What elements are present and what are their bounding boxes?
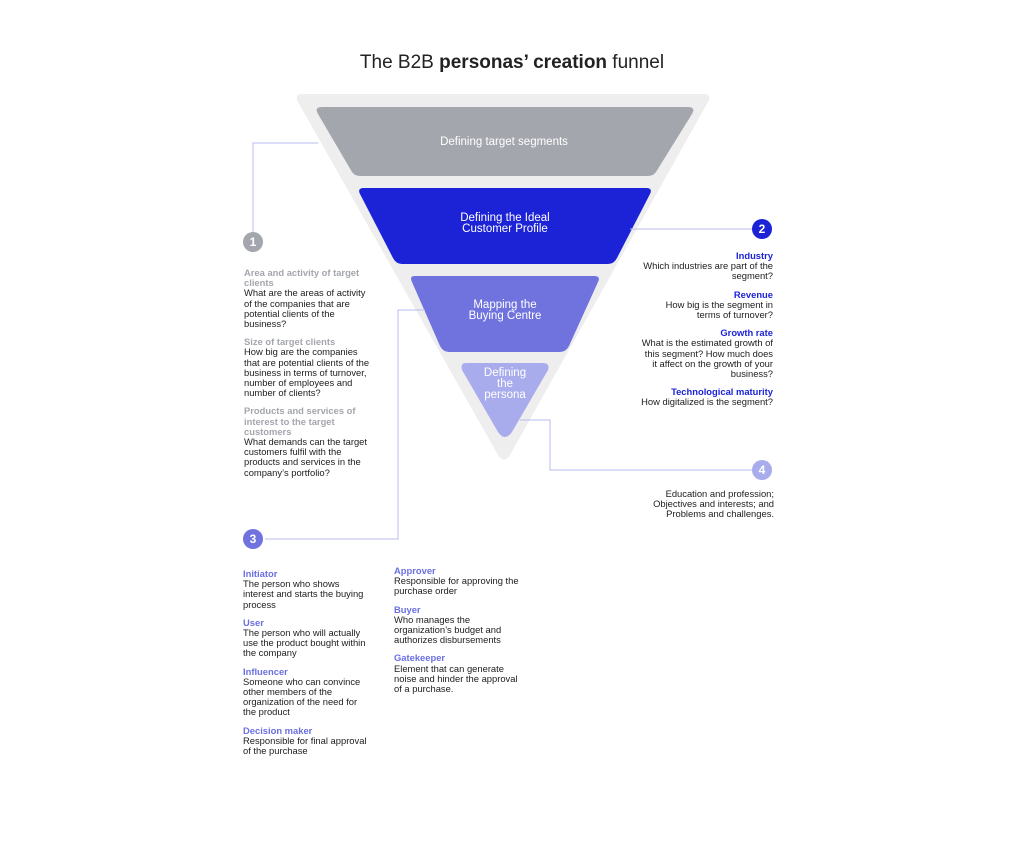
stage-1-label: Defining target segments xyxy=(440,136,568,148)
stage-3-line1: Mapping the xyxy=(473,299,537,311)
stage-2-line2: Customer Profile xyxy=(462,223,548,235)
section-3-body: Element that can generate noise and hind… xyxy=(394,662,518,695)
section-3-heading: Decision maker xyxy=(243,724,313,736)
section-2-body: How big is the segment in terms of turno… xyxy=(665,298,773,321)
section-2-heading: Industry xyxy=(736,250,773,261)
section-3-body: Responsible for final approval of the pu… xyxy=(243,734,367,757)
stage-2-label: Defining the Ideal Customer Profile xyxy=(405,212,605,235)
stage-4-line1: Defining xyxy=(483,367,527,379)
funnel-stage-2 xyxy=(359,188,651,264)
section-2-body: Which industries are part of the segment… xyxy=(643,260,773,282)
title-prefix: The B2B xyxy=(359,52,440,73)
section-3-heading: Initiator xyxy=(243,568,278,579)
section-2-item: Revenue How big is the segment in terms … xyxy=(640,288,773,321)
section-2-item: Industry Which industries are part of th… xyxy=(640,250,773,282)
section-3-left-text: Initiator The person who shows interest … xyxy=(243,568,371,764)
section-1-item: Products and services of interest to the… xyxy=(244,406,372,477)
section-3-heading: Buyer xyxy=(394,603,421,615)
connector-3 xyxy=(265,309,425,540)
badge-1: 1 xyxy=(243,232,263,252)
section-3-item: Approver Responsible for approving the p… xyxy=(394,565,519,597)
section-2-heading: Revenue xyxy=(733,288,773,300)
section-3-body: The person who will actually use the pro… xyxy=(243,627,366,659)
section-3-item: Gatekeeper Element that can generate noi… xyxy=(394,653,519,694)
section-2-text: Industry Which industries are part of th… xyxy=(640,250,773,416)
connector-4 xyxy=(520,419,752,471)
title-suffix: funnel xyxy=(607,52,665,73)
section-3-item: Decision maker Responsible for final app… xyxy=(243,724,371,757)
section-2-heading: Growth rate xyxy=(720,327,773,339)
section-2-heading: Technological maturity xyxy=(671,386,773,398)
funnel-stage-1 xyxy=(316,107,694,176)
section-1-text: Area and activity of target clients What… xyxy=(244,267,372,486)
section-3-heading: Approver xyxy=(394,565,436,576)
badge-2: 2 xyxy=(752,219,772,239)
connector-1 xyxy=(252,142,318,232)
section-3-heading: Influencer xyxy=(243,665,288,677)
stage-4-label: Defining the persona xyxy=(455,367,555,401)
section-3-heading: User xyxy=(243,616,264,628)
section-1-body: What demands can the target customers fu… xyxy=(244,436,367,478)
section-3-item: User The person who will actually use th… xyxy=(243,616,371,659)
stage-2-line1: Defining the Ideal xyxy=(460,212,550,224)
stage-3-label: Mapping the Buying Centre xyxy=(405,299,605,322)
section-4-body: Education and profession; Objectives and… xyxy=(653,488,774,520)
title-bold: personas’ creation xyxy=(439,52,608,73)
section-2-item: Growth rate What is the estimated growth… xyxy=(640,328,773,379)
funnel-stage-4 xyxy=(461,363,549,437)
section-3-item: Influencer Someone who can convince othe… xyxy=(243,665,371,718)
section-3-item: Initiator The person who shows interest … xyxy=(243,568,371,610)
section-2-item: Technological maturity How digitalized i… xyxy=(640,386,773,408)
stage-4-line2: the xyxy=(497,378,513,390)
section-3-body: Who manages the organization’s budget an… xyxy=(394,613,502,646)
stage-3-line2: Buying Centre xyxy=(468,310,542,322)
section-4-text: Education and profession; Objectives and… xyxy=(640,488,774,520)
section-1-body: How big are the companies that are poten… xyxy=(244,346,370,399)
section-3-item: Buyer Who manages the organization’s bud… xyxy=(394,603,519,646)
diagram-title: The B2B personas’ creation funnel xyxy=(0,52,1024,74)
section-1-heading: Products and services of interest to the… xyxy=(244,405,356,437)
section-1-item: Area and activity of target clients What… xyxy=(244,267,372,330)
badge-3: 3 xyxy=(243,529,263,549)
section-3-heading: Gatekeeper xyxy=(394,652,446,664)
section-2-body: How digitalized is the segment? xyxy=(641,396,773,408)
section-1-heading: Size of target clients xyxy=(244,336,336,348)
section-1-body: What are the areas of activity of the co… xyxy=(244,287,366,330)
section-3-body: Responsible for approving the purchase o… xyxy=(394,575,519,597)
stage-4-line3: persona xyxy=(484,389,526,401)
section-3-right-text: Approver Responsible for approving the p… xyxy=(394,565,519,702)
section-1-item: Size of target clients How big are the c… xyxy=(244,337,372,398)
funnel-stage-3 xyxy=(411,276,599,352)
section-3-body: The person who shows interest and starts… xyxy=(243,578,364,610)
section-1-heading: Area and activity of target clients xyxy=(244,267,360,289)
section-3-body: Someone who can convince other members o… xyxy=(243,675,361,718)
section-2-body: What is the estimated growth of this seg… xyxy=(641,337,773,380)
badge-4: 4 xyxy=(752,460,772,480)
